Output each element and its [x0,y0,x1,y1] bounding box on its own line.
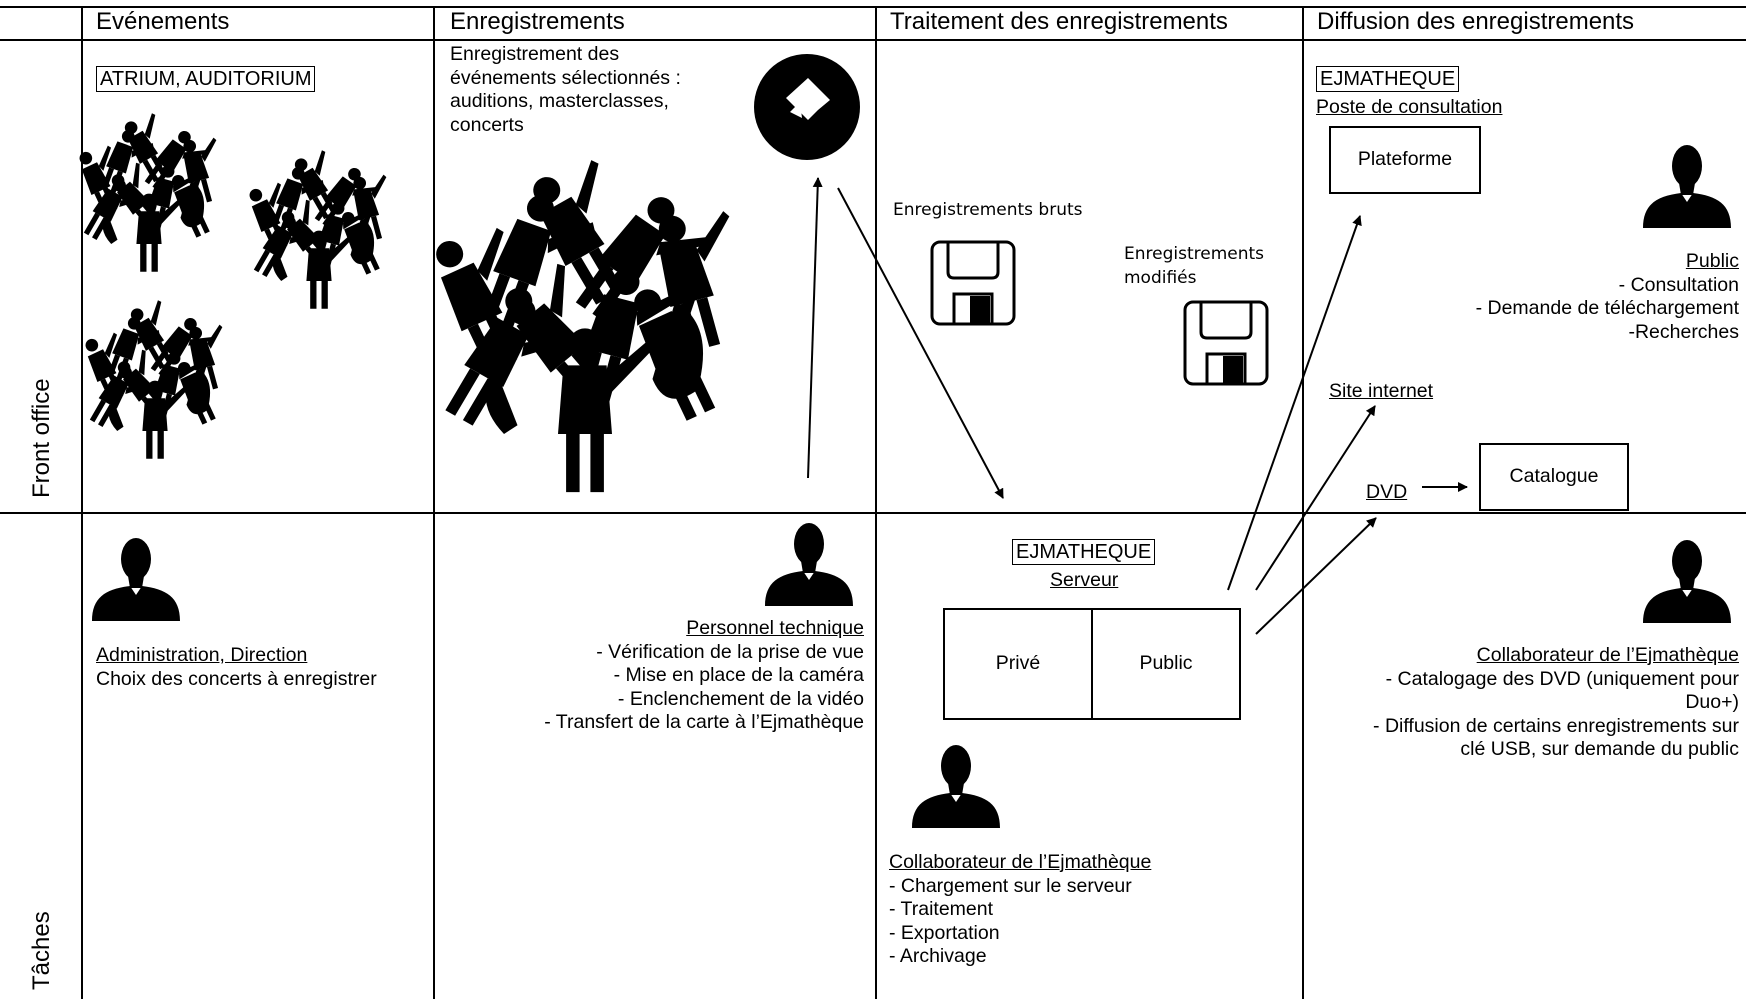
collab2-item: Duo+) [1685,691,1739,713]
recording-desc-line: auditions, masterclasses, [450,90,669,112]
collab-item: - Traitement [889,898,994,920]
header-enregistrements: Enregistrements [450,8,625,35]
collab-title: Collaborateur de l’Ejmathèque [889,851,1152,873]
header-diffusion: Diffusion des enregistrements [1317,8,1635,35]
table-grid [0,6,1746,999]
public-item: - Consultation [1618,273,1739,296]
modified-line: Enregistrements [1124,244,1265,264]
public-item: -Recherches [1628,320,1739,343]
row-label-front-office: Front office [28,378,55,498]
collab-item: - Exportation [889,921,1000,944]
tech-item: - Transfert de la carte à l’Ejmathèque [544,711,864,733]
admin-desc: Choix des concerts à enregistrer [96,667,377,690]
tech-block: Personnel technique - Vérification de la… [444,617,864,735]
tech-item: - Enclenchement de la vidéo [617,687,864,710]
floppy-disk-icon [1183,300,1269,386]
server-sub-label: Serveur [1050,569,1119,591]
catalogue-box[interactable]: Catalogue [1479,443,1629,511]
raw-recordings-label: Enregistrements bruts [893,200,1083,220]
collab2-item: - Diffusion de certains enregistrements … [1373,714,1739,737]
orchestra-icon [74,109,762,493]
floppy-disk-icon [930,240,1016,326]
recording-desc-line: concerts [450,113,524,136]
server-prive-section[interactable]: Privé [945,610,1093,718]
header-evenements: Evénements [96,8,230,35]
person-icon [92,538,180,621]
collab2-item: - Catalogage des DVD (uniquement pour [1385,667,1739,690]
public-title: Public [1685,250,1739,272]
public-block: Public - Consultation - Demande de téléc… [1339,250,1739,344]
collab-item: - Archivage [889,945,987,967]
server-box: Privé Public [943,608,1241,720]
person-icon [912,745,1000,828]
venue-label: ATRIUM, AUDITORIUM [96,66,316,92]
person-icon [1643,145,1731,228]
plateforme-label: Plateforme [1357,148,1453,171]
person-icon [765,523,853,606]
server-ejmatheque-label: EJMATHEQUE [1012,539,1156,565]
poste-consultation-label: Poste de consultation [1316,96,1503,118]
row-label-taches: Tâches [28,911,55,990]
tech-title: Personnel technique [686,617,864,639]
catalogue-label: Catalogue [1509,465,1599,488]
person-icon [1643,540,1731,623]
tech-item: - Mise en place de la caméra [613,664,864,686]
collab-item: - Chargement sur le serveur [889,874,1132,897]
dvd-label: DVD [1366,481,1408,503]
collab2-title: Collaborateur de l’Ejmathèque [1476,644,1739,666]
arrow-icon [807,177,1468,635]
modified-recordings-label: Enregistrements modifiés [1124,242,1264,290]
plateforme-box[interactable]: Plateforme [1329,126,1481,194]
server-public-section[interactable]: Public [1093,610,1239,718]
public-label: Public [1139,652,1193,675]
prive-label: Privé [995,652,1041,675]
collab-block: Collaborateur de l’Ejmathèque - Chargeme… [889,851,1151,969]
admin-block: Administration, Direction Choix des conc… [96,644,377,691]
public-item: - Demande de téléchargement [1475,297,1739,319]
recording-description: Enregistrement des événements sélectionn… [450,43,681,137]
collab2-block: Collaborateur de l’Ejmathèque - Cataloga… [1299,644,1739,762]
site-internet-label: Site internet [1329,380,1434,402]
modified-line: modifiés [1124,268,1197,288]
camera-icon [754,54,860,160]
ejmatheque-label: EJMATHEQUE [1316,66,1460,92]
collab2-item: clé USB, sur demande du public [1460,738,1739,760]
recording-desc-line: Enregistrement des [450,43,620,65]
recording-desc-line: événements sélectionnés : [450,66,681,89]
admin-title: Administration, Direction [96,644,308,666]
header-traitement: Traitement des enregistrements [890,8,1228,35]
tech-item: - Vérification de la prise de vue [596,640,864,663]
